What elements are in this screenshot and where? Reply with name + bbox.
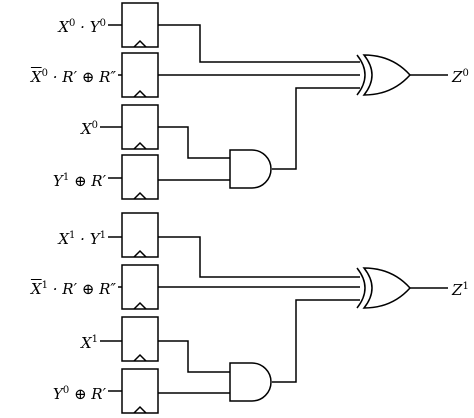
input-label-2: X0 · R′ ⊕ R″ xyxy=(30,68,116,86)
register-6 xyxy=(121,264,159,310)
and-gate-2 xyxy=(229,362,272,402)
input-label-4: Y1 ⊕ R′ xyxy=(52,172,106,190)
input-label-5: X1 · Y1 xyxy=(58,230,106,248)
input-label-1: X0 · Y0 xyxy=(58,18,106,36)
wire-and-out-1 xyxy=(272,87,360,170)
wire-1 xyxy=(158,24,360,63)
output-label-1: Z0 xyxy=(452,68,469,86)
register-8 xyxy=(121,368,159,414)
xor-gate-2 xyxy=(356,267,412,309)
wire-7 xyxy=(158,340,230,373)
wire-5 xyxy=(158,236,360,278)
input-label-8: Y0 ⊕ R′ xyxy=(52,385,106,403)
input-label-7: X1 xyxy=(80,334,98,352)
register-5 xyxy=(121,212,159,258)
register-2 xyxy=(121,52,159,98)
wire-3 xyxy=(158,126,230,159)
input-label-6: X1 · R′ ⊕ R″ xyxy=(30,280,116,298)
register-1 xyxy=(121,2,159,48)
input-label-3: X0 xyxy=(80,120,98,138)
register-7 xyxy=(121,316,159,362)
wire-and-out-2 xyxy=(272,299,360,383)
register-3 xyxy=(121,104,159,150)
output-label-2: Z1 xyxy=(452,281,469,299)
xor-gate-1 xyxy=(356,54,412,96)
and-gate-1 xyxy=(229,149,272,189)
register-4 xyxy=(121,154,159,200)
